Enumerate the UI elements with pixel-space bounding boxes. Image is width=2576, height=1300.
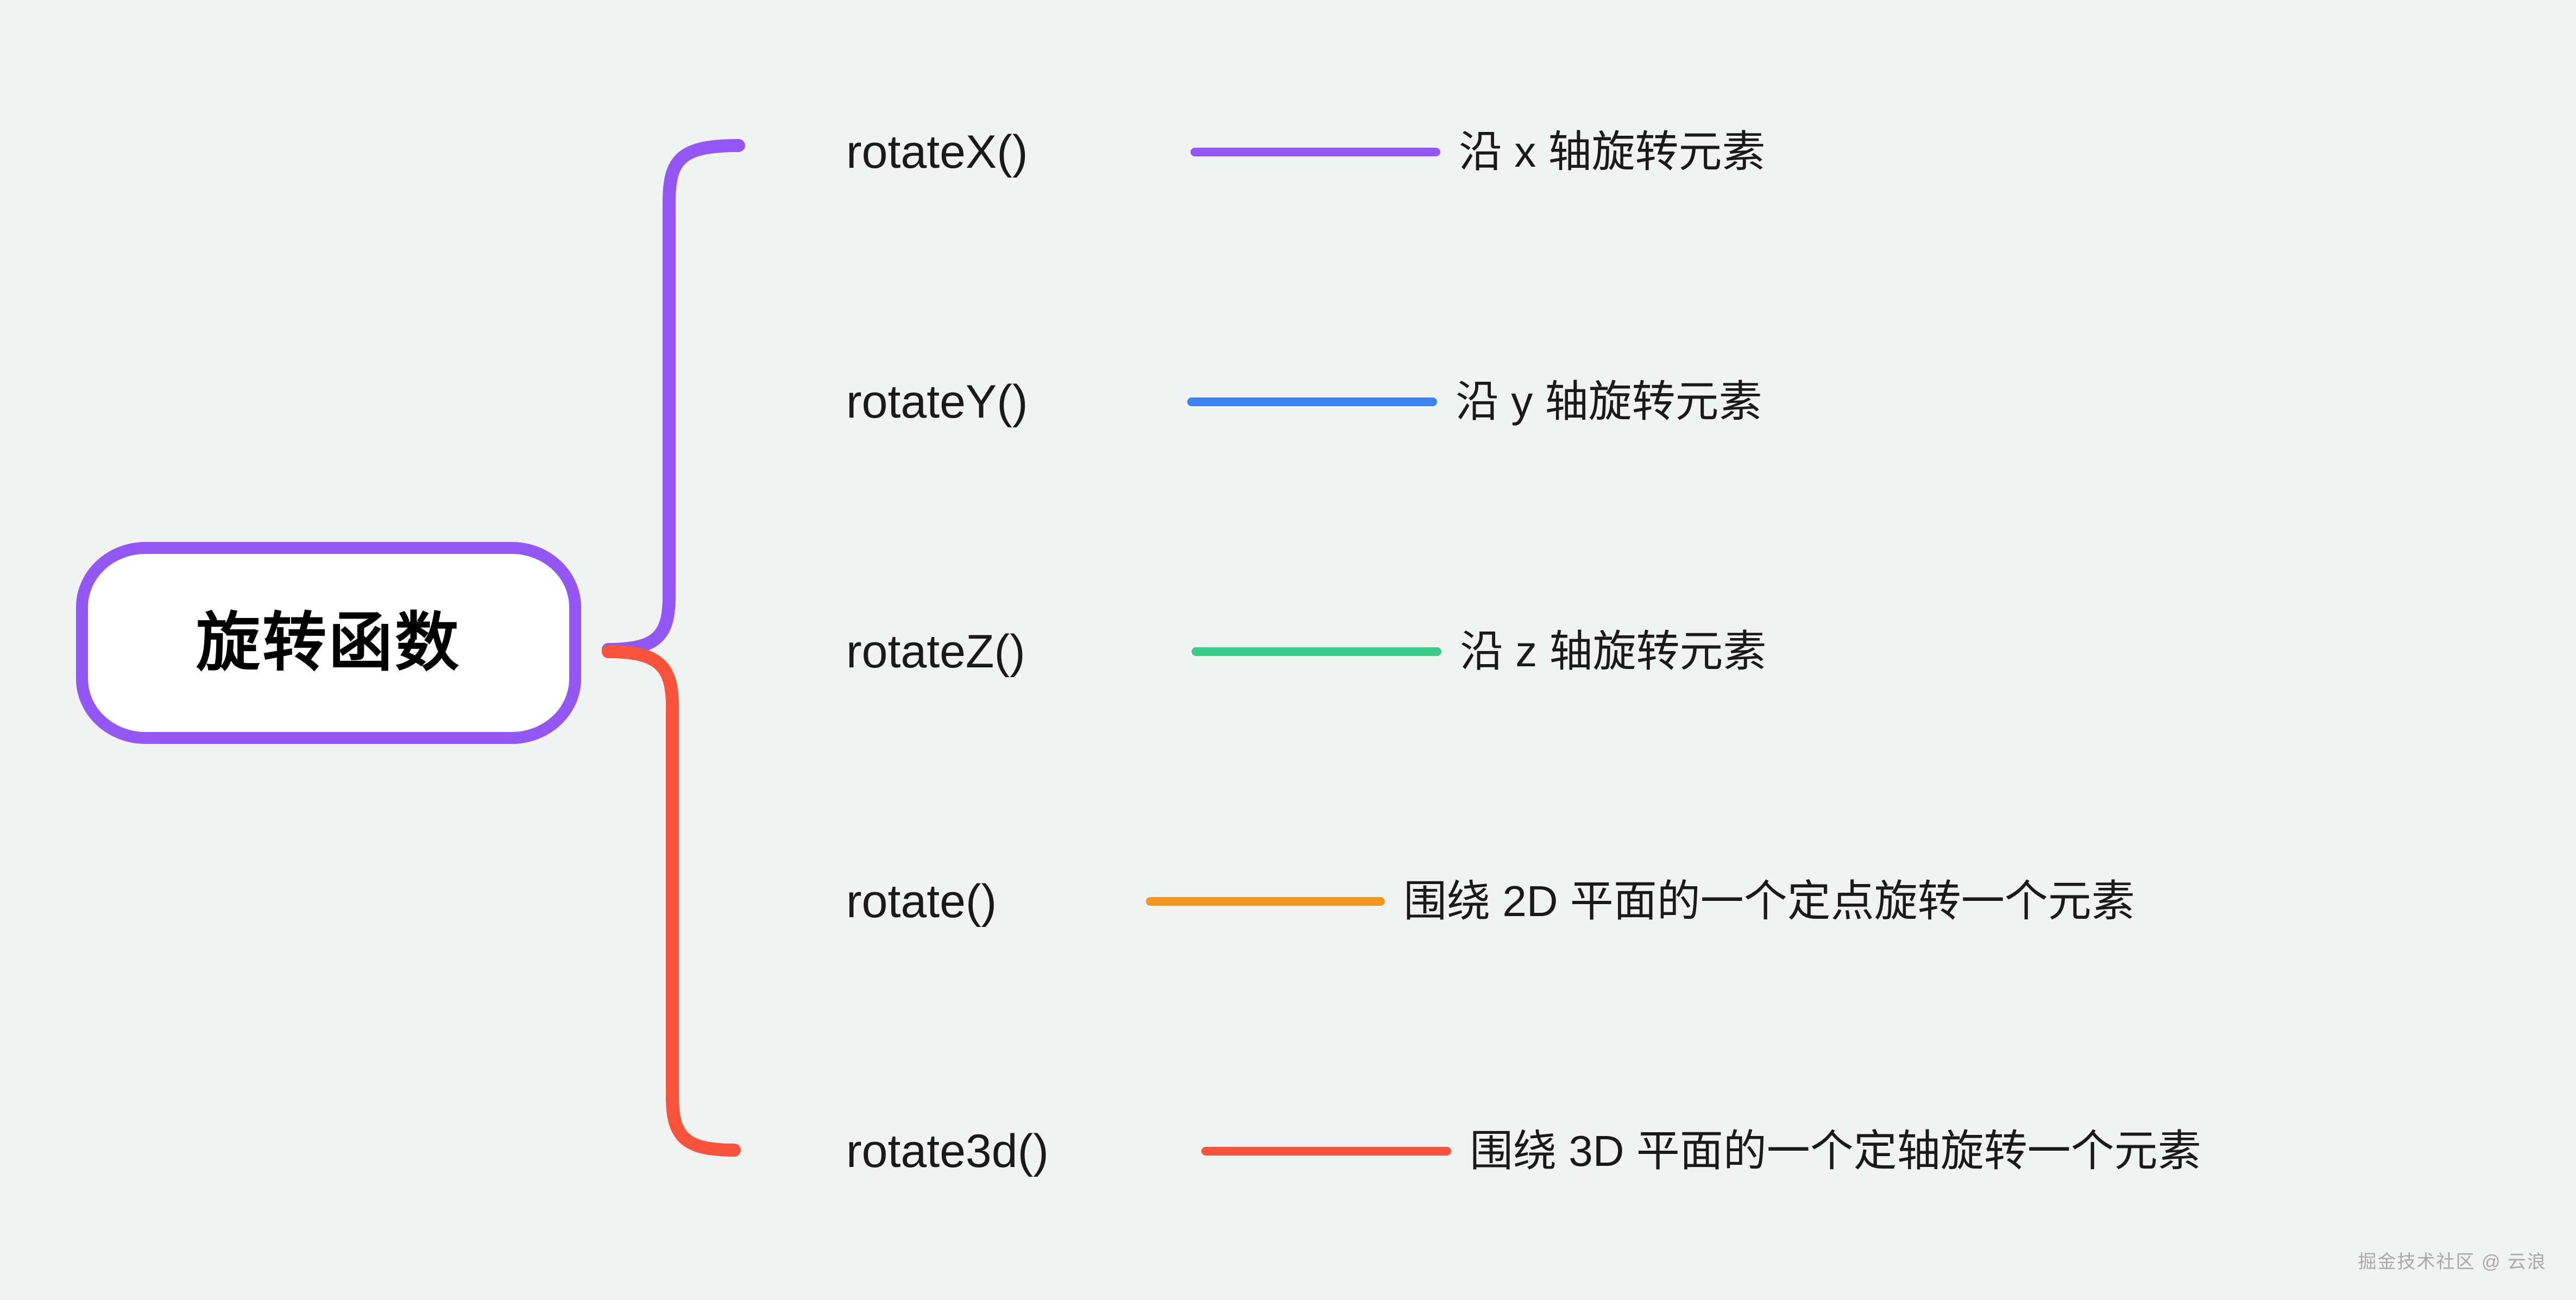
branch-rule — [1191, 148, 1440, 156]
branch-description: 沿 y 轴旋转元素 — [1456, 377, 1762, 426]
branch-rule — [1146, 897, 1385, 906]
branch-name: rotate3d() — [846, 1125, 1049, 1177]
lower-bracket-path — [602, 645, 741, 1157]
branch-row-rotate[interactable]: rotate() 围绕 2D 平面的一个定点旋转一个元素 — [846, 866, 2135, 937]
branch-rule — [1192, 647, 1441, 656]
branch-description: 沿 x 轴旋转元素 — [1459, 128, 1766, 176]
branch-row-rotatex[interactable]: rotateX() 沿 x 轴旋转元素 — [846, 117, 1765, 187]
branch-row-rotatey[interactable]: rotateY() 沿 y 轴旋转元素 — [846, 367, 1762, 437]
branch-rule — [1201, 1147, 1451, 1156]
upper-bracket-path — [602, 139, 745, 656]
branch-rule — [1187, 397, 1437, 406]
branch-description: 围绕 3D 平面的一个定轴旋转一个元素 — [1470, 1127, 2201, 1175]
branch-row-rotate3d[interactable]: rotate3d() 围绕 3D 平面的一个定轴旋转一个元素 — [846, 1116, 2201, 1187]
watermark: 掘金技术社区 @ 云浪 — [2358, 1252, 2547, 1272]
branch-name: rotateX() — [846, 126, 1028, 178]
branch-name: rotate() — [846, 875, 997, 927]
branch-name: rotateY() — [846, 376, 1028, 428]
branch-description: 沿 z 轴旋转元素 — [1460, 627, 1767, 676]
root-node[interactable]: 旋转函数 — [76, 542, 581, 744]
root-node-label: 旋转函数 — [196, 607, 461, 679]
branch-description: 围绕 2D 平面的一个定点旋转一个元素 — [1403, 877, 2135, 925]
branch-row-rotatez[interactable]: rotateZ() 沿 z 轴旋转元素 — [846, 616, 1766, 687]
branch-name: rotateZ() — [846, 626, 1025, 678]
